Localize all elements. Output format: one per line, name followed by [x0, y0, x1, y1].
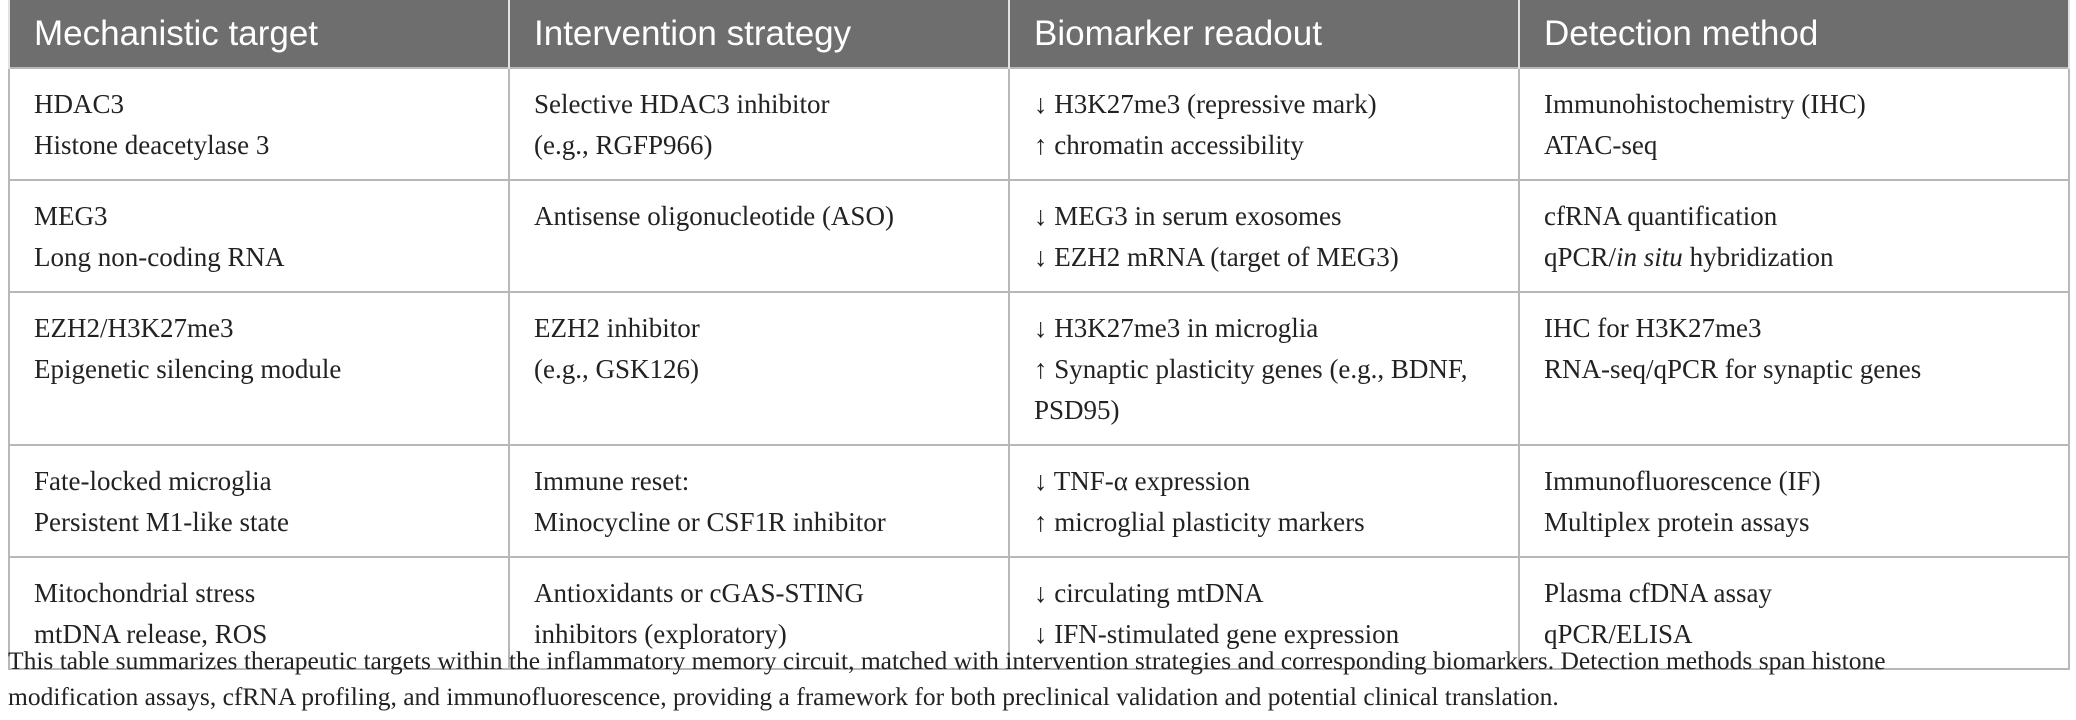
cell-biomarker-readout: ↓ circulating mtDNA ↓ IFN-stimulated gen… — [1008, 556, 1520, 670]
cell-detection-method: cfRNA quantification qPCR/in situ hybrid… — [1518, 179, 2070, 293]
cell-line: ↑ Synaptic plasticity genes (e.g., BDNF, — [1034, 354, 1468, 384]
cell-line-mixed: qPCR/in situ hybridization — [1544, 237, 2052, 278]
cell-line: Multiplex protein assays — [1544, 507, 1810, 537]
cell-line: Histone deacetylase 3 — [34, 130, 270, 160]
cell-line: Epigenetic silencing module — [34, 354, 342, 384]
cell-detection-method: IHC for H3K27me3 RNA-seq/qPCR for synapt… — [1518, 291, 2070, 446]
cell-line: ↓ MEG3 in serum exosomes — [1034, 201, 1342, 231]
cell-mechanistic-target: Fate-locked microglia Persistent M1-like… — [8, 444, 510, 558]
cell-mechanistic-target: Mitochondrial stress mtDNA release, ROS — [8, 556, 510, 670]
table-row: Fate-locked microglia Persistent M1-like… — [8, 444, 2070, 558]
header-detection-method: Detection method — [1518, 0, 2070, 68]
cell-line: ↓ TNF-α expression — [1034, 466, 1251, 496]
cell-line: RNA-seq/qPCR for synaptic genes — [1544, 354, 1922, 384]
cell-line: mtDNA release, ROS — [34, 619, 268, 649]
cell-biomarker-readout: ↓ MEG3 in serum exosomes ↓ EZH2 mRNA (ta… — [1008, 179, 1520, 293]
text-fragment: hybridization — [1682, 242, 1834, 272]
cell-line: Mitochondrial stress — [34, 578, 256, 608]
table-row: HDAC3 Histone deacetylase 3 Selective HD… — [8, 67, 2070, 181]
cell-line: inhibitors (exploratory) — [534, 619, 787, 649]
cell-mechanistic-target: HDAC3 Histone deacetylase 3 — [8, 67, 510, 181]
cell-intervention-strategy: Selective HDAC3 inhibitor (e.g., RGFP966… — [508, 67, 1010, 181]
cell-line: Selective HDAC3 inhibitor — [534, 89, 830, 119]
cell-line: Immunohistochemistry (IHC) — [1544, 89, 1866, 119]
table-header-row: Mechanistic target Intervention strategy… — [8, 0, 2070, 68]
cell-line: IHC for H3K27me3 — [1544, 313, 1762, 343]
biomarker-table: Mechanistic target Intervention strategy… — [8, 0, 2070, 670]
footnote-line: modification assays, cfRNA profiling, an… — [8, 682, 1559, 711]
table-row: MEG3 Long non-coding RNA Antisense oligo… — [8, 179, 2070, 293]
italic-fragment: in situ — [1616, 242, 1683, 272]
footnote-line: This table summarizes therapeutic target… — [8, 646, 1886, 675]
cell-intervention-strategy: Immune reset: Minocycline or CSF1R inhib… — [508, 444, 1010, 558]
cell-line: ATAC-seq — [1544, 130, 1658, 160]
cell-line: ↓ EZH2 mRNA (target of MEG3) — [1034, 242, 1399, 272]
header-intervention-strategy: Intervention strategy — [508, 0, 1010, 68]
cell-biomarker-readout: ↓ H3K27me3 in microglia ↑ Synaptic plast… — [1008, 291, 1520, 446]
table-row: Mitochondrial stress mtDNA release, ROS … — [8, 556, 2070, 670]
cell-line: HDAC3 — [34, 89, 125, 119]
cell-detection-method: Immunohistochemistry (IHC) ATAC-seq — [1518, 67, 2070, 181]
cell-line: Minocycline or CSF1R inhibitor — [534, 507, 886, 537]
cell-line: cfRNA quantification — [1544, 201, 1778, 231]
cell-line: EZH2 inhibitor — [534, 313, 700, 343]
cell-line: ↓ H3K27me3 in microglia — [1034, 313, 1319, 343]
cell-line: Antioxidants or cGAS-STING — [534, 578, 864, 608]
cell-line: ↓ circulating mtDNA — [1034, 578, 1264, 608]
cell-line: EZH2/H3K27me3 — [34, 313, 234, 343]
cell-line: Persistent M1-like state — [34, 507, 289, 537]
cell-line: ↑ microglial plasticity markers — [1034, 507, 1365, 537]
cell-line: Immunofluorescence (IF) — [1544, 466, 1821, 496]
cell-biomarker-readout: ↓ H3K27me3 (repressive mark) ↑ chromatin… — [1008, 67, 1520, 181]
table-row: EZH2/H3K27me3 Epigenetic silencing modul… — [8, 291, 2070, 446]
cell-line: (e.g., GSK126) — [534, 354, 699, 384]
cell-line: qPCR/ELISA — [1544, 619, 1693, 649]
cell-intervention-strategy: Antioxidants or cGAS-STING inhibitors (e… — [508, 556, 1010, 670]
header-biomarker-readout: Biomarker readout — [1008, 0, 1520, 68]
cell-detection-method: Plasma cfDNA assay qPCR/ELISA — [1518, 556, 2070, 670]
cell-line: Long non-coding RNA — [34, 242, 285, 272]
cell-detection-method: Immunofluorescence (IF) Multiplex protei… — [1518, 444, 2070, 558]
cell-line: PSD95) — [1034, 395, 1120, 425]
cell-line: ↓ H3K27me3 (repressive mark) — [1034, 89, 1377, 119]
cell-line: (e.g., RGFP966) — [534, 130, 713, 160]
cell-intervention-strategy: EZH2 inhibitor (e.g., GSK126) — [508, 291, 1010, 446]
cell-line: MEG3 — [34, 201, 108, 231]
cell-line: Antisense oligonucleotide (ASO) — [534, 201, 894, 231]
table-footnote: This table summarizes therapeutic target… — [8, 643, 2072, 715]
cell-line: Immune reset: — [534, 466, 690, 496]
table-container: Mechanistic target Intervention strategy… — [8, 0, 2070, 670]
cell-line: ↓ IFN-stimulated gene expression — [1034, 619, 1400, 649]
header-mechanistic-target: Mechanistic target — [8, 0, 510, 68]
cell-line: Plasma cfDNA assay — [1544, 578, 1772, 608]
cell-line: Fate-locked microglia — [34, 466, 272, 496]
cell-mechanistic-target: EZH2/H3K27me3 Epigenetic silencing modul… — [8, 291, 510, 446]
cell-intervention-strategy: Antisense oligonucleotide (ASO) — [508, 179, 1010, 293]
cell-line: ↑ chromatin accessibility — [1034, 130, 1304, 160]
text-fragment: qPCR/ — [1544, 242, 1617, 272]
cell-biomarker-readout: ↓ TNF-α expression ↑ microglial plastici… — [1008, 444, 1520, 558]
cell-mechanistic-target: MEG3 Long non-coding RNA — [8, 179, 510, 293]
